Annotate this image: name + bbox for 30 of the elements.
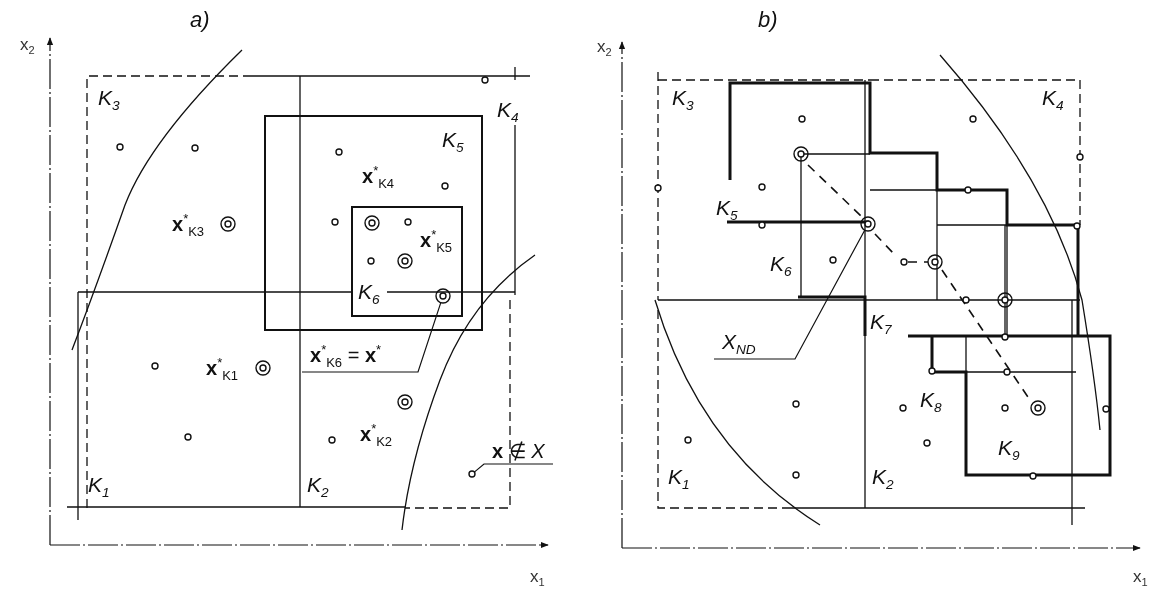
- leader-line: [473, 463, 554, 473]
- axis-label: x$_{1}$: [530, 568, 545, 589]
- region-label: K$_{9}$: [998, 436, 1020, 464]
- region-label: K$_{5}$: [716, 196, 738, 224]
- axis-label: x$_{2}$: [20, 36, 35, 57]
- panel-label: b): [758, 8, 778, 33]
- region-label: K$_{1}$: [668, 465, 690, 493]
- set-label: x ∉ X: [492, 440, 545, 462]
- region-label: K$_{8}$: [920, 388, 942, 416]
- region-label: K$_{1}$: [88, 473, 110, 501]
- region-label: K$_{6}$: [358, 280, 380, 308]
- point-marker: [435, 288, 451, 304]
- axis-label: x$_{1}$: [1133, 568, 1148, 589]
- point-marker: [468, 470, 476, 478]
- set-label: X$_{ND}$: [722, 330, 756, 358]
- point-label: x$^{*}$$_{K6}$ = x$^{*}$: [310, 343, 382, 370]
- leader-line: [713, 229, 866, 360]
- region-label: K$_{2}$: [872, 465, 894, 493]
- region-label: K$_{2}$: [307, 473, 329, 501]
- region-label: K$_{7}$: [870, 310, 892, 338]
- axis-label: x$_{2}$: [597, 38, 612, 59]
- leader-line: [301, 302, 442, 373]
- region-label: K$_{3}$: [98, 86, 120, 114]
- panel-label: a): [190, 8, 210, 33]
- region-label: K$_{3}$: [672, 86, 694, 114]
- region-label: K$_{4}$: [497, 98, 519, 126]
- region-label: K$_{6}$: [770, 252, 792, 280]
- region-label: K$_{5}$: [442, 128, 464, 156]
- point-marker: [860, 216, 876, 232]
- region-label: K$_{4}$: [1042, 86, 1064, 114]
